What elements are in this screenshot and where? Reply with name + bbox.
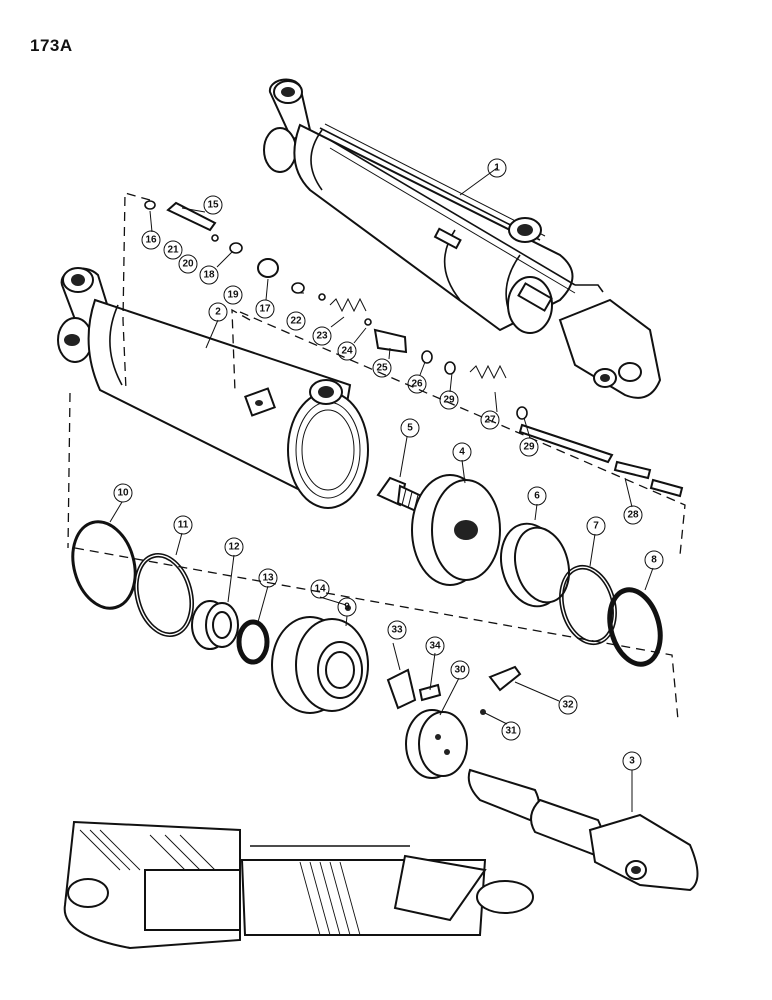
callout-label: 34	[429, 641, 441, 652]
gland-parts	[191, 600, 369, 714]
callout: 4	[452, 442, 472, 462]
callout: 3	[622, 751, 642, 771]
callout: 26	[407, 374, 427, 394]
callout-label: 23	[316, 331, 328, 342]
callout: 15	[203, 195, 223, 215]
callout: 29	[519, 437, 539, 457]
callout: 31	[501, 721, 521, 741]
callout-label: 5	[407, 423, 413, 434]
grouping-lines	[67, 192, 686, 721]
callout: 30	[450, 660, 470, 680]
callout-label: 17	[259, 304, 271, 315]
cutaway-section	[63, 820, 534, 950]
callout: 1	[487, 158, 507, 178]
callout-label: 26	[411, 379, 423, 390]
callout: 22	[286, 311, 306, 331]
callout-label: 9	[344, 602, 350, 613]
callout: 34	[425, 636, 445, 656]
callout: 28	[623, 505, 643, 525]
callout-label: 6	[534, 491, 540, 502]
callout-label: 10	[117, 488, 129, 499]
callout-label: 13	[262, 573, 274, 584]
assembled-cylinder	[263, 78, 662, 399]
callout: 16	[141, 230, 161, 250]
callout-label: 2	[215, 307, 221, 318]
part-4-piston	[411, 474, 501, 586]
callout-label: 15	[207, 200, 219, 211]
callout: 33	[387, 620, 407, 640]
callout-label: 33	[391, 625, 403, 636]
callout: 24	[337, 341, 357, 361]
callout: 25	[372, 358, 392, 378]
callout-label: 1	[494, 163, 500, 174]
callout-label: 29	[523, 442, 535, 453]
callout-label: 25	[376, 363, 388, 374]
callout: 6	[527, 486, 547, 506]
callouts: 1 2 3 4 5 6 7 8 9 10 11 12 13 14 15 16 1…	[113, 158, 664, 771]
callout: 5	[400, 418, 420, 438]
callout: 2	[208, 302, 228, 322]
callout-label: 27	[484, 415, 496, 426]
callout: 29	[439, 390, 459, 410]
callout: 17	[255, 299, 275, 319]
callout: 9	[337, 597, 357, 617]
callout-label: 4	[459, 447, 465, 458]
callout-label: 3	[629, 756, 635, 767]
callout: 32	[558, 695, 578, 715]
callout: 8	[644, 550, 664, 570]
callout: 21	[163, 240, 183, 260]
callout-label: 7	[593, 521, 599, 532]
callout-label: 30	[454, 665, 466, 676]
callout: 13	[258, 568, 278, 588]
part-3-rod	[467, 768, 699, 892]
small-parts	[144, 200, 684, 779]
callout-label: 14	[314, 584, 326, 595]
leader-lines	[109, 167, 654, 812]
callout: 10	[113, 483, 133, 503]
callout-label: 11	[178, 520, 189, 531]
cylinder-body	[57, 267, 369, 509]
page-title: 173A	[30, 36, 73, 55]
callout: 27	[480, 410, 500, 430]
seal-rings	[71, 520, 663, 667]
callout-label: 8	[651, 555, 657, 566]
callout: 12	[224, 537, 244, 557]
callout-label: 19	[227, 290, 239, 301]
callout-label: 28	[627, 510, 639, 521]
callout: 20	[178, 254, 198, 274]
callout-label: 32	[562, 700, 574, 711]
callout-label: 22	[290, 316, 302, 327]
callout: 14	[310, 579, 330, 599]
callout-label: 24	[341, 346, 353, 357]
callout: 23	[312, 326, 332, 346]
callout-label: 29	[443, 395, 455, 406]
callout-label: 21	[167, 245, 179, 256]
callout: 7	[586, 516, 606, 536]
callout: 19	[223, 285, 243, 305]
callout-label: 20	[182, 259, 194, 270]
callout-label: 12	[228, 542, 240, 553]
callout: 11	[173, 515, 193, 535]
callout-label: 16	[145, 235, 157, 246]
callout-label: 18	[203, 270, 215, 281]
callout-label: 31	[505, 726, 517, 737]
callout: 18	[199, 265, 219, 285]
